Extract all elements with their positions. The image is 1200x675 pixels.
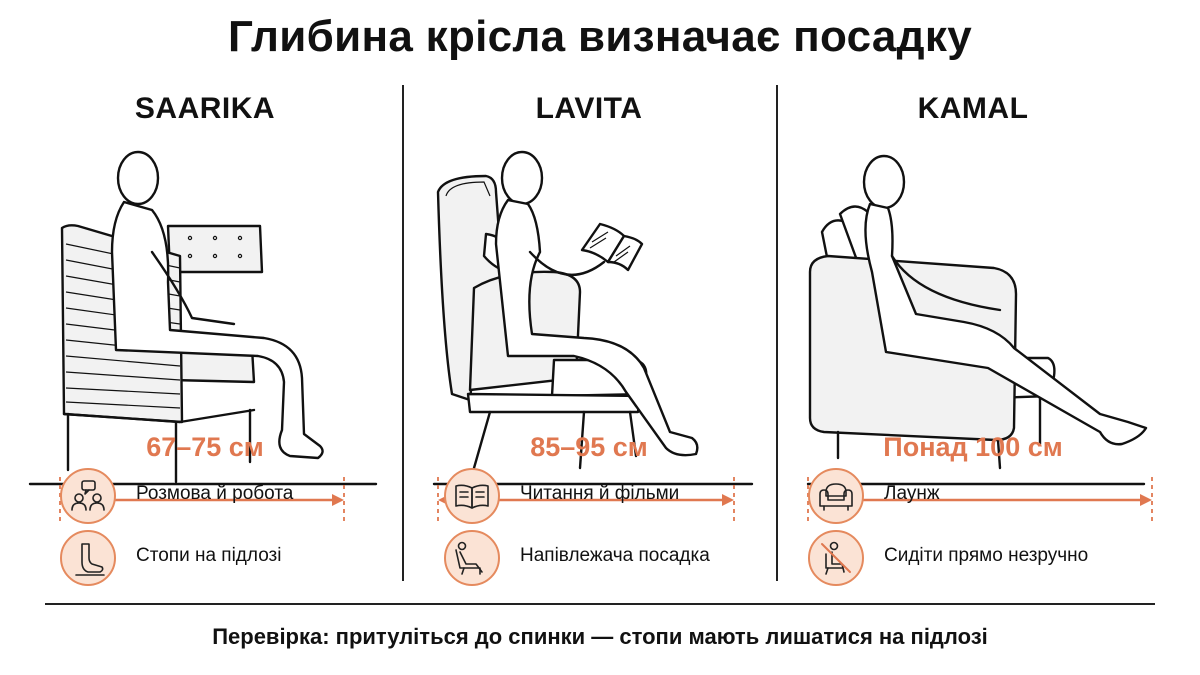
feature-label: Розмова й робота (136, 483, 294, 504)
depth-value: 85–95 см (530, 432, 648, 462)
feature-feet-on-floor: Стопи на підлозі (20, 530, 390, 586)
no-upright-sitting-icon (808, 530, 864, 586)
feature-label: Читання й фільми (520, 483, 680, 504)
foot-icon (60, 530, 116, 586)
lounging-person (862, 154, 1148, 446)
kamal-chair-illustration (806, 154, 1148, 486)
feature-reading: Читання й фільми (404, 468, 774, 524)
feature-label: Лаунж (884, 483, 940, 504)
footer-divider (45, 603, 1155, 605)
chair-column-lavita: LAVITA (404, 80, 774, 586)
chair-name: SAARIKA (134, 92, 276, 125)
feature-label: Сидіти прямо незручно (884, 545, 1089, 566)
reclining-person-icon (444, 530, 500, 586)
armchair-icon (808, 468, 864, 524)
open-book-icon (444, 468, 500, 524)
feature-conversation: Розмова й робота (20, 468, 390, 524)
chair-name: LAVITA (535, 92, 643, 125)
column-divider (776, 85, 778, 581)
chair-column-kamal: KAMAL Понад 100 см (788, 80, 1158, 586)
chair-name: KAMAL (917, 92, 1029, 125)
depth-value: 67–75 см (146, 432, 264, 462)
page-title: Глибина крісла визначає посадку (227, 12, 973, 61)
feature-label: Напівлежача посадка (520, 545, 710, 566)
feature-semi-reclined: Напівлежача посадка (404, 530, 774, 586)
open-book (580, 222, 644, 272)
depth-value: Понад 100 см (883, 432, 1063, 462)
chair-column-saarika: SAARIKA (20, 80, 390, 586)
lavita-wingback-chair (436, 174, 648, 470)
feature-label: Стопи на підлозі (136, 545, 282, 566)
conversation-icon (60, 468, 116, 524)
footer-note: Перевірка: притуліться до спинки — стопи… (212, 624, 988, 649)
feature-upright-uncomfortable: Сидіти прямо незручно (788, 530, 1158, 586)
seated-person (110, 150, 324, 460)
saarika-chair-illustration (28, 150, 378, 486)
feature-lounge: Лаунж (788, 468, 1158, 524)
column-divider (402, 85, 404, 581)
reading-person (494, 150, 699, 457)
